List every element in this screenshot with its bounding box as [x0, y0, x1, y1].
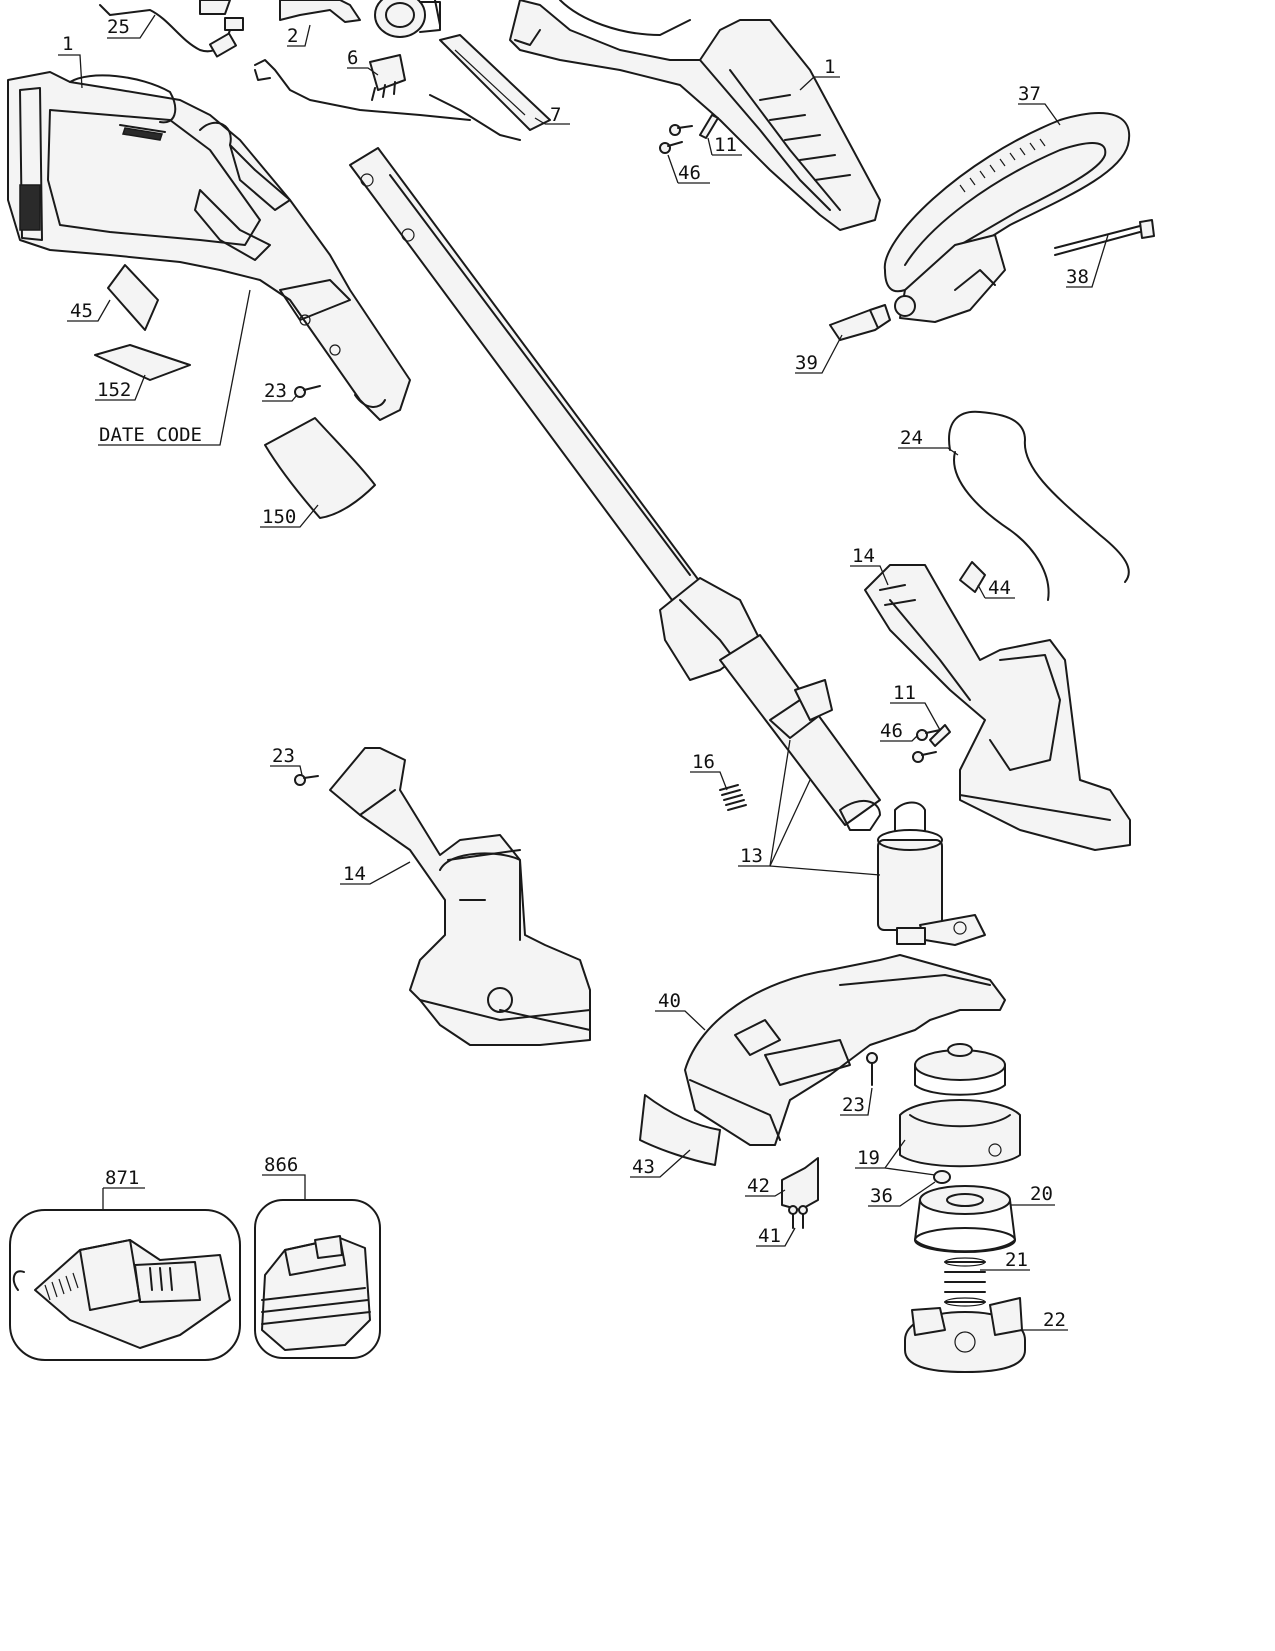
callout-14-left: 14 [343, 863, 366, 885]
auxiliary-handle-37 [883, 112, 1131, 323]
callout-38: 38 [1066, 266, 1089, 288]
screw-23-center [294, 774, 319, 786]
callout-19: 19 [857, 1147, 880, 1169]
leader-lines [58, 14, 1109, 1331]
motor-housing-14-right [864, 564, 1131, 851]
motor-housing-14-left [329, 747, 591, 1046]
motor-assembly [877, 801, 986, 946]
switch-6 [254, 54, 471, 121]
callout-23-center: 23 [272, 745, 295, 767]
callout-36: 36 [870, 1185, 893, 1207]
callout-16: 16 [692, 751, 715, 773]
motor-fan-top [374, 0, 441, 38]
eyelet-36 [933, 1170, 951, 1184]
screws-41 [788, 1205, 808, 1229]
label-152 [94, 344, 191, 381]
callout-6: 6 [347, 47, 358, 69]
callout-22: 22 [1043, 1309, 1066, 1331]
bolt-38 [1054, 219, 1155, 256]
charger-871-box [9, 1209, 241, 1361]
screw-23-left [294, 385, 321, 398]
callout-1-right: 1 [824, 56, 835, 78]
callout-150: 150 [262, 506, 296, 528]
spool-cap-22 [904, 1297, 1026, 1373]
label-43 [639, 1094, 721, 1166]
screws-46-11-top [659, 114, 719, 154]
screw-23-guard [866, 1052, 878, 1086]
callout-14-right: 14 [852, 545, 875, 567]
callout-20: 20 [1030, 1183, 1053, 1205]
circuit-board-7 [429, 0, 551, 141]
battery-866-box [254, 1199, 381, 1359]
callout-13: 13 [740, 845, 763, 867]
label-44 [959, 561, 986, 593]
handle-housing-right [509, 0, 881, 231]
callout-date-code: DATE CODE [99, 424, 202, 446]
callout-39: 39 [795, 352, 818, 374]
callout-25: 25 [107, 16, 130, 38]
spring-21 [944, 1257, 986, 1307]
wiring-harness-25 [99, 4, 244, 58]
callout-871: 871 [105, 1167, 139, 1189]
callout-23-guard: 23 [842, 1094, 865, 1116]
shaft-assembly-13 [349, 147, 881, 831]
callout-40: 40 [658, 990, 681, 1012]
label-150 [264, 417, 376, 519]
callout-7: 7 [550, 104, 561, 126]
spool-gear [914, 1043, 1006, 1096]
knob-39 [829, 304, 891, 341]
callout-2: 2 [287, 25, 298, 47]
callout-1-left: 1 [62, 33, 73, 55]
callout-21: 21 [1005, 1249, 1028, 1271]
callout-46-top: 46 [678, 162, 701, 184]
callout-labels: 25 2 6 7 1 1 11 46 37 38 39 45 152 23 DA… [62, 16, 1089, 1331]
callout-45: 45 [70, 300, 93, 322]
screws-46-11-right [912, 724, 951, 763]
callout-43: 43 [632, 1156, 655, 1178]
callout-866: 866 [264, 1154, 298, 1176]
spool-20 [914, 1185, 1016, 1253]
edge-guide-wire-24 [948, 410, 1130, 601]
handle-housing-left [7, 71, 411, 421]
callout-152: 152 [97, 379, 131, 401]
callout-41: 41 [758, 1225, 781, 1247]
blade-bracket-42 [781, 1157, 819, 1211]
trigger-switch-2 [199, 0, 361, 23]
callout-24: 24 [900, 427, 923, 449]
callout-42: 42 [747, 1175, 770, 1197]
callout-37: 37 [1018, 83, 1041, 105]
callout-11-right: 11 [893, 682, 916, 704]
spool-housing-19 [899, 1099, 1021, 1168]
label-45 [107, 264, 159, 331]
guard-40 [684, 954, 1006, 1146]
callout-11-top: 11 [714, 134, 737, 156]
spring-16 [719, 784, 747, 811]
callout-46-right: 46 [880, 720, 903, 742]
callout-23-top: 23 [264, 380, 287, 402]
callout-44: 44 [988, 577, 1011, 599]
